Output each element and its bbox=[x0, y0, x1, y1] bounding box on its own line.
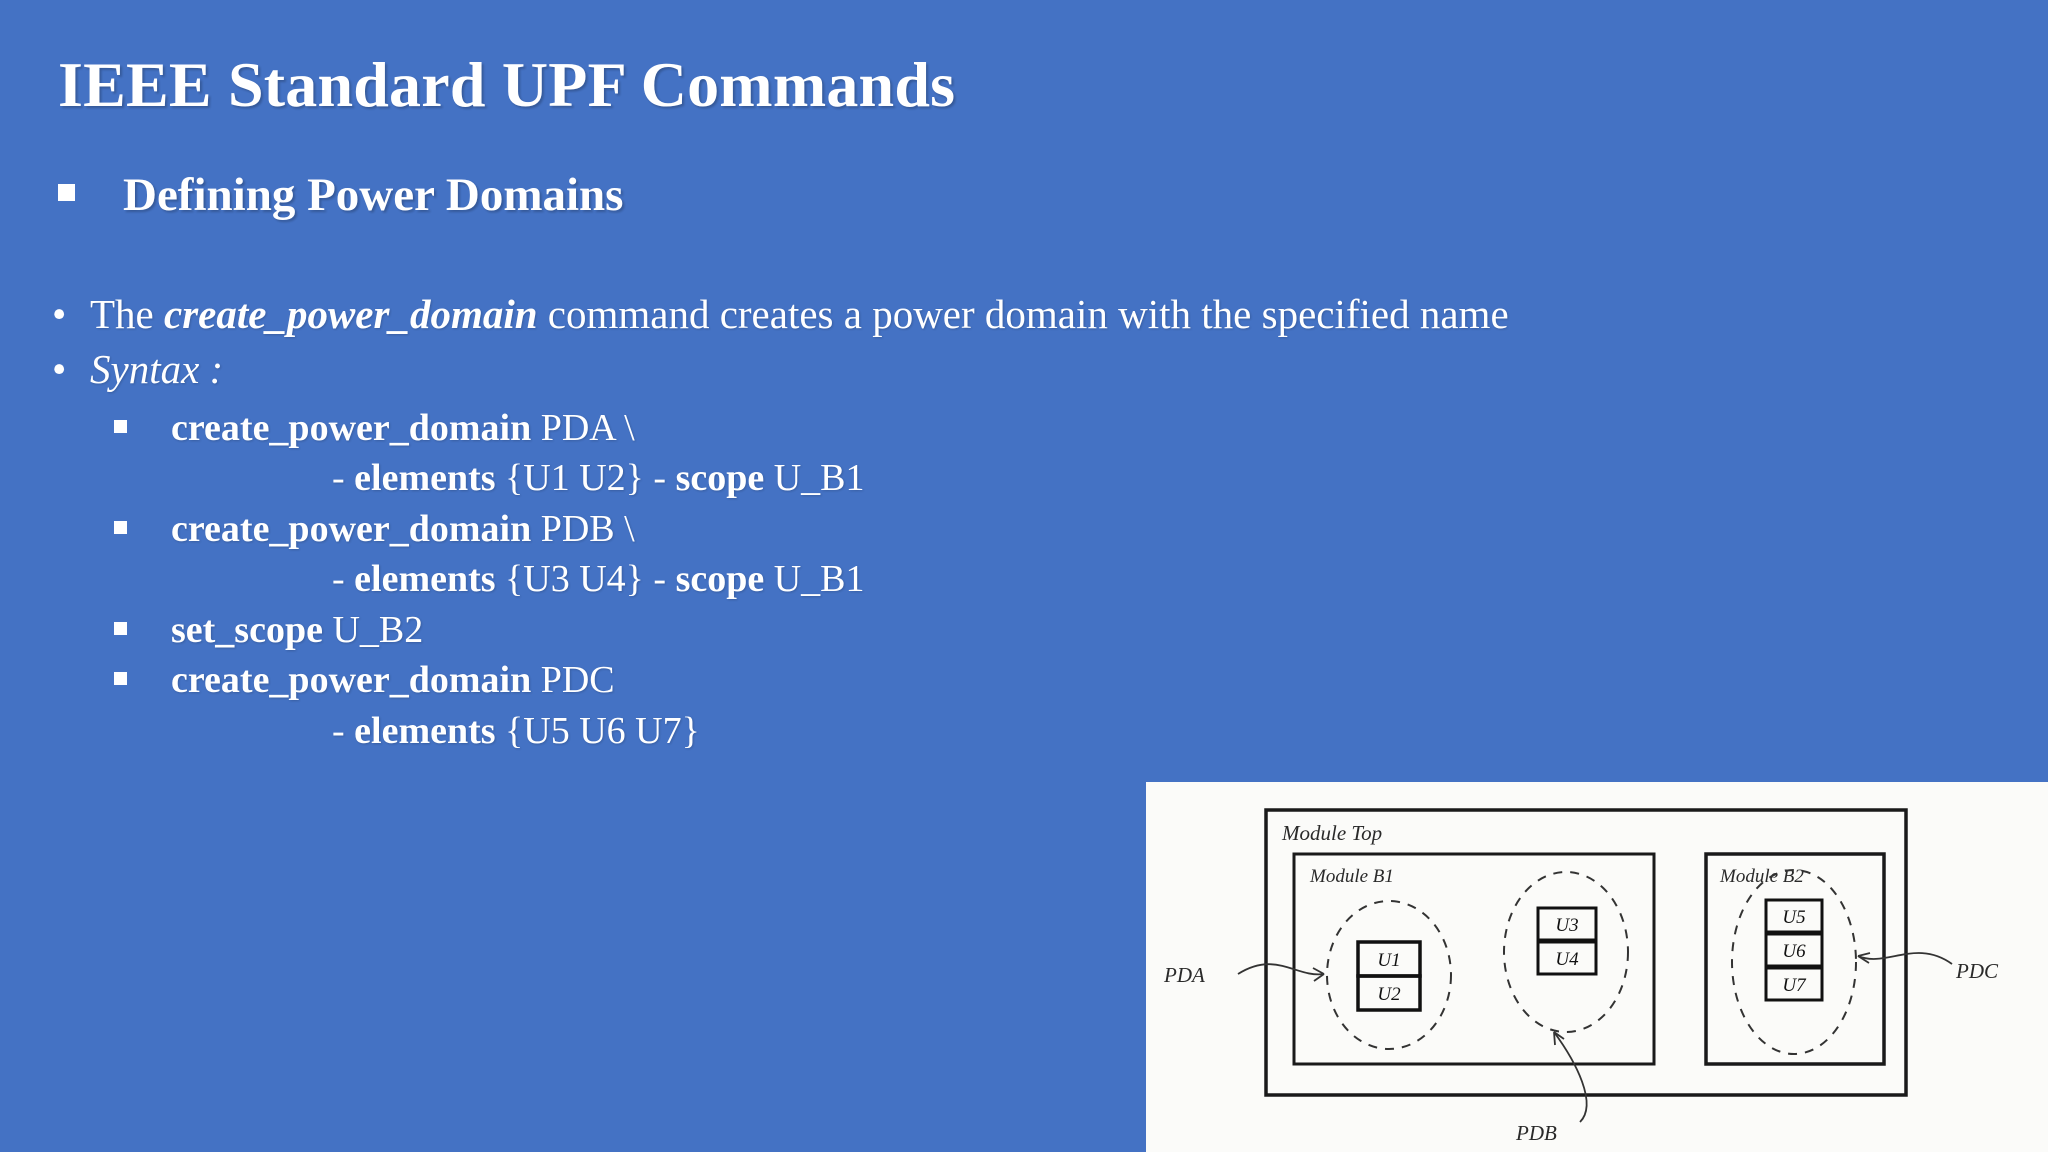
code-line-text: create_power_domain PDA \ bbox=[171, 403, 2012, 454]
code-option-scope: scope bbox=[675, 457, 765, 500]
desc-tail: command creates a power domain with the … bbox=[537, 291, 1509, 337]
square-bullet-icon bbox=[114, 621, 127, 635]
code-line-create-pda: create_power_domain PDA \ bbox=[114, 403, 2012, 454]
figure-label-u7: U7 bbox=[1782, 975, 1807, 996]
code-dash: - bbox=[332, 558, 355, 601]
section-heading: Defining Power Domains bbox=[58, 168, 623, 222]
figure-label-lbl-b2: Module B2 bbox=[1719, 866, 1804, 887]
code-dash: - bbox=[332, 709, 355, 752]
code-line-text: create_power_domain PDC bbox=[171, 655, 2012, 706]
figure-label-u1: U1 bbox=[1377, 950, 1400, 971]
code-args: PDA \ bbox=[531, 406, 635, 449]
square-bullet-icon bbox=[114, 520, 127, 534]
square-bullet-icon bbox=[58, 184, 75, 201]
code-continuation-pdb: - elements {U3 U4} - scope U_B1 bbox=[332, 554, 2012, 605]
syntax-label: Syntax : bbox=[90, 346, 224, 393]
slide-body: • The create_power_domain command create… bbox=[52, 288, 2012, 756]
code-command: set_scope bbox=[171, 608, 323, 651]
code-line-text: create_power_domain PDB \ bbox=[171, 504, 2012, 555]
code-line-create-pdb: create_power_domain PDB \ bbox=[114, 504, 2012, 555]
code-option-scope-value: U_B1 bbox=[764, 457, 865, 500]
figure-label-u4: U4 bbox=[1555, 949, 1579, 970]
figure-label-lbl-b1: Module B1 bbox=[1309, 866, 1394, 887]
figure-label-u2: U2 bbox=[1377, 984, 1401, 1005]
code-line-text: set_scope U_B2 bbox=[171, 605, 2012, 656]
section-heading-label: Defining Power Domains bbox=[123, 169, 624, 221]
code-line-create-pdc: create_power_domain PDC bbox=[114, 655, 2012, 706]
code-option-elements-value: {U3 U4} - bbox=[495, 558, 676, 601]
code-continuation-pda: - elements {U1 U2} - scope U_B1 bbox=[332, 453, 2012, 504]
code-args: PDB \ bbox=[531, 507, 635, 550]
code-args: U_B2 bbox=[322, 608, 424, 651]
figure-label-u6: U6 bbox=[1782, 941, 1806, 962]
code-option-elements: elements bbox=[354, 709, 496, 752]
desc-command-name: create_power_domain bbox=[164, 291, 538, 337]
bullet-item-syntax: • Syntax : bbox=[52, 343, 2012, 396]
code-option-elements-value: {U5 U6 U7} bbox=[495, 709, 700, 752]
square-bullet-icon bbox=[114, 672, 127, 686]
figure-label-lbl-pdc: PDC bbox=[1955, 959, 1999, 983]
code-continuation-pdc: - elements {U5 U6 U7} bbox=[332, 706, 2012, 757]
bullet-description-text: The create_power_domain command creates … bbox=[90, 288, 2012, 341]
power-domain-hierarchy-diagram: Module Top Module B1 Module B2 U1 U2 U3 … bbox=[1146, 782, 2048, 1152]
figure-label-lbl-top: Module Top bbox=[1281, 821, 1382, 845]
code-command: create_power_domain bbox=[171, 507, 532, 550]
code-option-elements: elements bbox=[354, 457, 496, 500]
desc-lead: The bbox=[90, 291, 164, 337]
code-option-elements: elements bbox=[354, 558, 496, 601]
code-command: create_power_domain bbox=[171, 406, 532, 449]
code-line-set-scope: set_scope U_B2 bbox=[114, 605, 2012, 656]
code-option-elements-value: {U1 U2} - bbox=[495, 457, 676, 500]
code-args: PDC bbox=[531, 659, 615, 702]
bullet-item-description: • The create_power_domain command create… bbox=[52, 288, 2012, 341]
code-command: create_power_domain bbox=[171, 659, 532, 702]
code-dash: - bbox=[332, 457, 355, 500]
round-bullet-icon: • bbox=[52, 346, 67, 393]
code-option-scope: scope bbox=[675, 558, 765, 601]
figure-label-lbl-pdb: PDB bbox=[1515, 1121, 1557, 1145]
page-title: IEEE Standard UPF Commands bbox=[58, 49, 956, 120]
code-option-scope-value: U_B1 bbox=[764, 558, 865, 601]
round-bullet-icon: • bbox=[52, 291, 67, 337]
figure-label-u5: U5 bbox=[1782, 907, 1805, 928]
figure-label-lbl-pda: PDA bbox=[1163, 963, 1205, 987]
figure-label-u3: U3 bbox=[1555, 915, 1578, 936]
square-bullet-icon bbox=[114, 419, 127, 433]
